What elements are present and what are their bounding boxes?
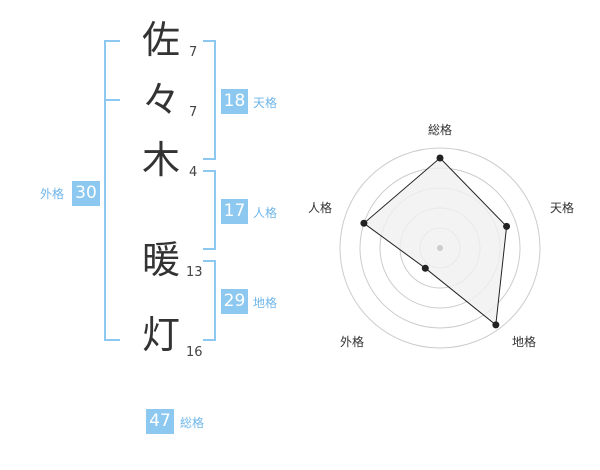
kanji-1: 佐	[141, 18, 180, 62]
kanji-2: 々	[141, 78, 180, 122]
gaikaku-label: 外格	[40, 187, 65, 201]
radar-point-1	[503, 222, 511, 230]
gaikaku-bracket-tick	[104, 99, 120, 101]
jinkaku-bracket	[203, 170, 216, 250]
radar-point-4	[360, 219, 368, 227]
kanji-5: 灯	[141, 313, 180, 357]
radar-label-chikaku: 地格	[512, 334, 536, 349]
soukaku-badge: 47	[146, 409, 174, 434]
gaikaku-badge: 30	[72, 181, 100, 206]
kanji-3: 木	[141, 138, 180, 182]
jinkaku-label: 人格	[253, 206, 278, 220]
tenkaku-label: 天格	[253, 96, 278, 110]
radar-ring	[339, 147, 541, 349]
radar-label-tenkaku: 天格	[550, 200, 574, 215]
radar-label-jinkaku: 人格	[308, 200, 332, 215]
chikaku-bracket	[203, 260, 216, 341]
radar-point-2	[492, 321, 500, 329]
radar-label-gaikaku: 外格	[340, 334, 364, 349]
tenkaku-bracket	[203, 40, 216, 160]
jinkaku-badge: 17	[221, 199, 248, 224]
stroke-count-4: 13	[186, 265, 203, 280]
stroke-count-3: 4	[189, 165, 198, 180]
radar-label-soukaku: 総格	[428, 122, 452, 137]
radar-point-0	[436, 154, 444, 162]
radar-polygon	[363, 157, 508, 326]
radar-center-dot	[437, 245, 443, 251]
radar-point-3	[421, 264, 429, 272]
chikaku-label: 地格	[253, 296, 278, 310]
stroke-count-1: 7	[189, 45, 198, 60]
chikaku-badge: 29	[221, 289, 248, 314]
stroke-count-5: 16	[186, 345, 203, 360]
fortune-radar-chart: 総格 天格 地格 外格 人格	[308, 122, 574, 349]
tenkaku-badge: 18	[221, 89, 248, 114]
stroke-count-2: 7	[189, 105, 198, 120]
kanji-4: 暖	[141, 238, 180, 282]
gaikaku-bracket	[104, 40, 120, 341]
soukaku-label: 総格	[180, 416, 205, 430]
radar-points	[360, 154, 511, 329]
